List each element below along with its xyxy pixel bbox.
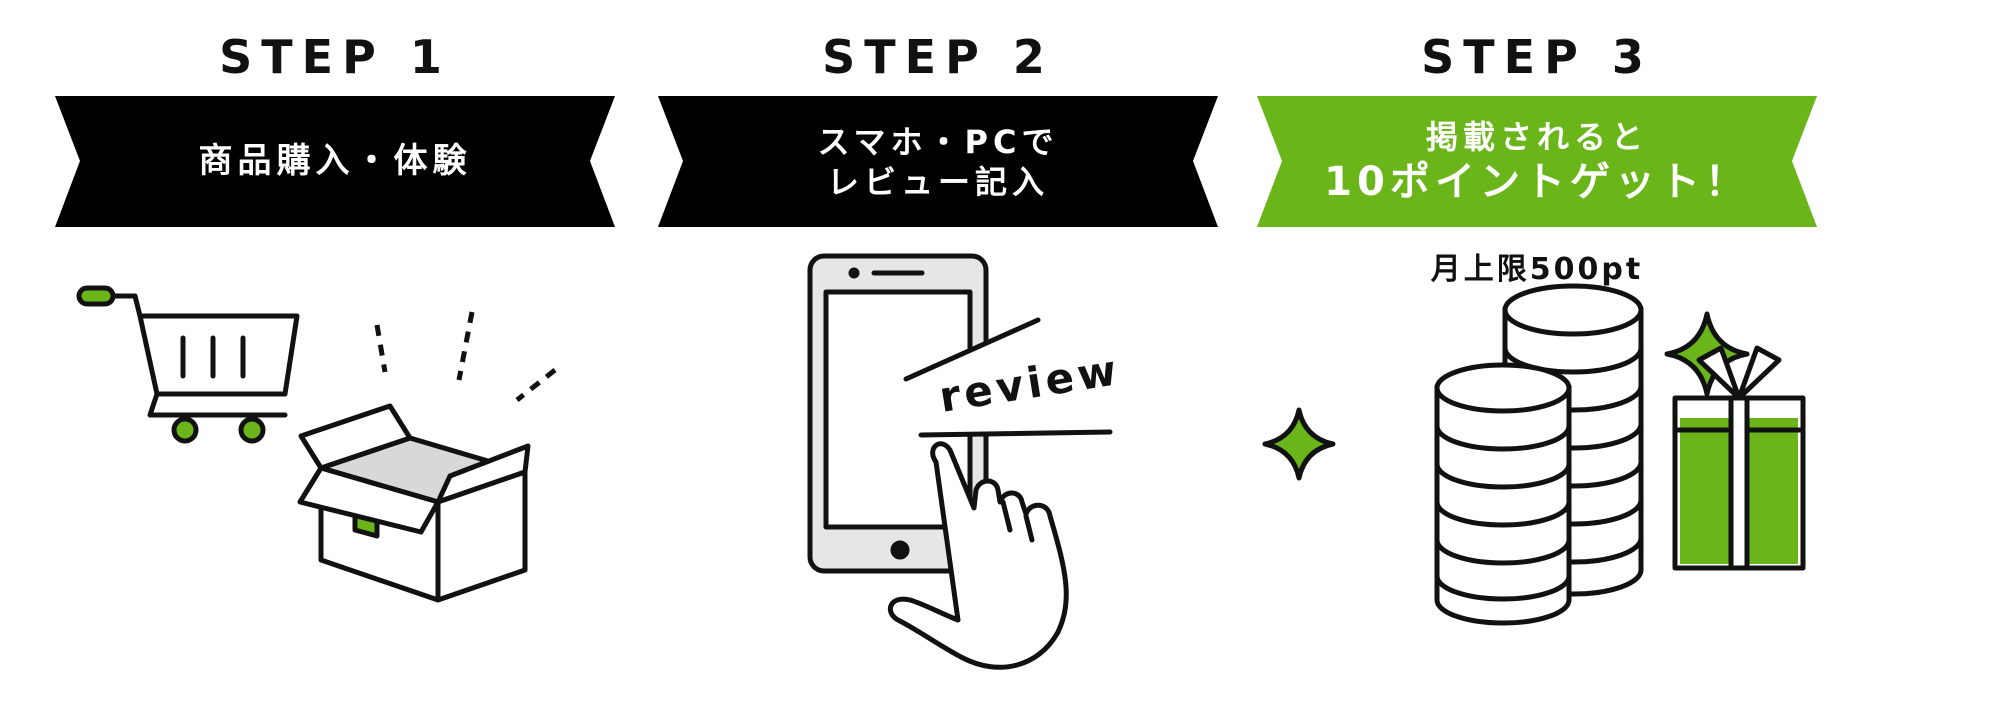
- step-1: STEP 1 商品購入・体験: [55, 0, 615, 701]
- step-2-banner: スマホ・PCで レビュー記入: [658, 96, 1218, 227]
- monthly-limit-note: 月上限500pt: [1430, 252, 1644, 287]
- step-2-illustration: review: [807, 253, 1124, 670]
- step-1-illustration: [76, 285, 557, 603]
- step-2-title: STEP 2: [822, 30, 1054, 84]
- step-3-banner-line-2: 10ポイントゲット！: [1324, 158, 1750, 205]
- step-2: STEP 2 スマホ・PCで レビュー記入 review: [658, 0, 1218, 701]
- coins-icon: [1434, 283, 1644, 626]
- sparkle-icon: [1262, 407, 1336, 481]
- sparkle-lines: [374, 311, 557, 402]
- step-2-banner-line-1: スマホ・PCで: [817, 122, 1059, 161]
- step-3-title: STEP 3: [1421, 30, 1653, 84]
- step-1-banner-line-1: 商品購入・体験: [198, 141, 472, 182]
- step-3-banner-line-1: 掲載されると: [1425, 117, 1648, 156]
- pointing-hand-icon: [887, 441, 1069, 670]
- step-3-banner: 掲載されると 10ポイントゲット！: [1257, 96, 1817, 227]
- step-3-illustration: [1262, 283, 1806, 626]
- gift-icon: [1672, 345, 1806, 571]
- step-1-title: STEP 1: [219, 30, 451, 84]
- open-box-icon: [297, 403, 531, 603]
- step-3: STEP 3 掲載されると 10ポイントゲット！ 月上限500pt: [1257, 0, 1817, 701]
- step-2-banner-line-2: レビュー記入: [826, 162, 1049, 201]
- review-card: review: [903, 317, 1124, 438]
- step-1-banner: 商品購入・体験: [55, 96, 615, 227]
- shopping-cart-icon: [76, 285, 300, 444]
